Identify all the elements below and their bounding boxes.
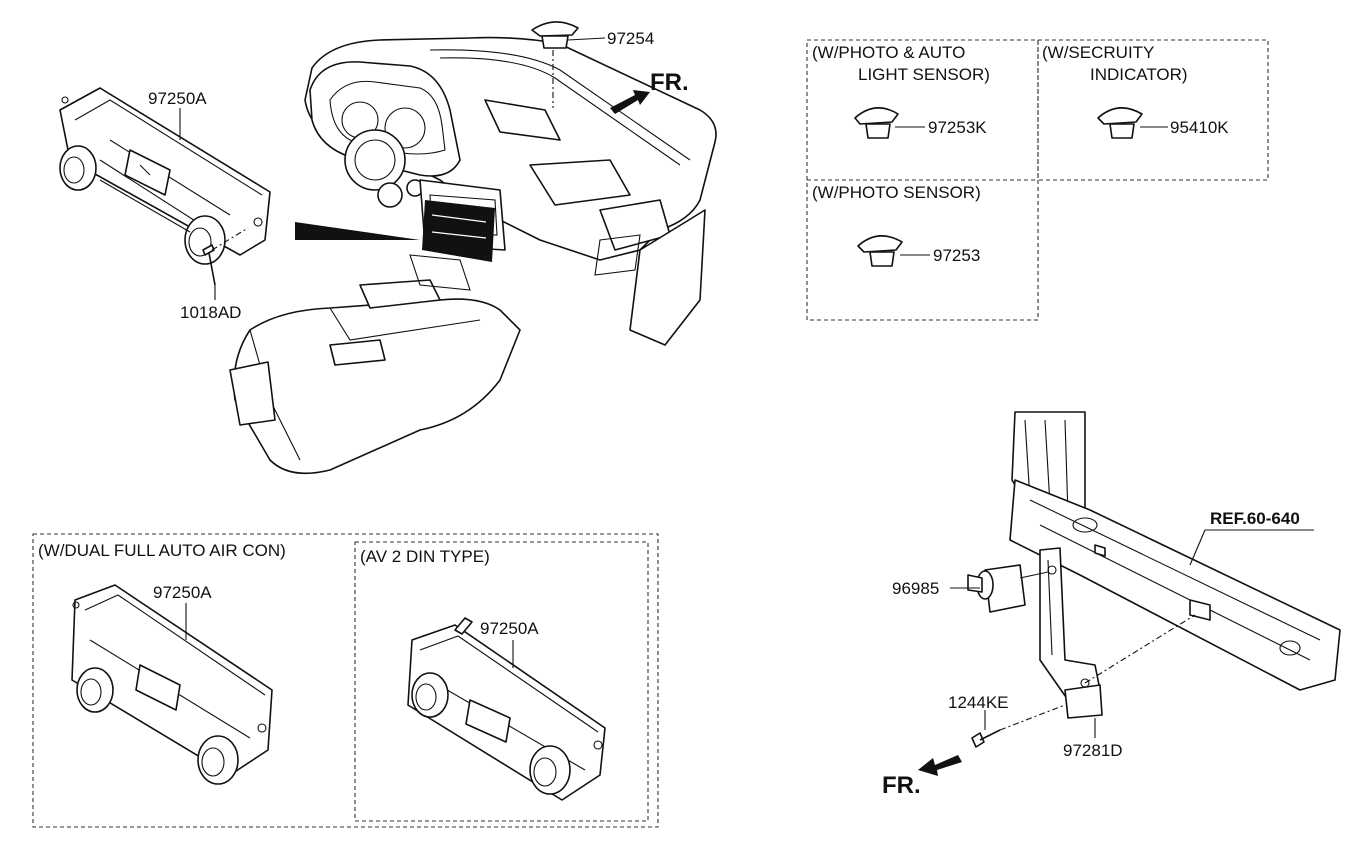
label-97253k: 97253K: [928, 118, 987, 137]
climate-control-unit-av2din: [407, 617, 606, 801]
group-av2din: (AV 2 DIN TYPE): [360, 547, 490, 566]
dashboard-illustration: [229, 36, 717, 475]
climate-control-unit-dual: [71, 584, 273, 785]
climate-control-unit-top: [59, 87, 271, 265]
label-97250a-av2din: 97250A: [480, 619, 539, 638]
label-ref: REF.60-640: [1210, 509, 1300, 528]
group-photo-sensor: (W/PHOTO SENSOR): [812, 183, 981, 202]
sensor-options-panel: (W/PHOTO & AUTO LIGHT SENSOR) (W/SECRUIT…: [806, 39, 1269, 321]
front-arrow-top: [610, 90, 650, 114]
screw-1018ad: [202, 227, 249, 300]
label-fr-top: FR.: [650, 69, 689, 96]
label-1018ad: 1018AD: [180, 303, 241, 322]
label-97253: 97253: [933, 246, 980, 265]
label-97254: 97254: [607, 29, 654, 48]
label-97250a-main: 97250A: [148, 89, 207, 108]
group-security-line1: (W/SECRUITY: [1042, 43, 1154, 62]
label-97281d: 97281D: [1063, 741, 1123, 760]
label-fr-bottom: FR.: [882, 772, 921, 799]
climate-variants-panel: (W/DUAL FULL AUTO AIR CON) (AV 2 DIN TYP…: [32, 533, 659, 828]
group-photo-auto-line1: (W/PHOTO & AUTO: [812, 43, 965, 62]
frame-bracket-assembly: REF.60-640 96985 1244KE 97281D FR.: [882, 411, 1341, 799]
label-97250a-dual: 97250A: [153, 583, 212, 602]
sensor-97254: [531, 21, 606, 108]
group-photo-auto-line2: LIGHT SENSOR): [858, 65, 990, 84]
label-95410k: 95410K: [1170, 118, 1229, 137]
label-96985: 96985: [892, 579, 939, 598]
label-1244ke: 1244KE: [948, 693, 1009, 712]
group-dual-auto: (W/DUAL FULL AUTO AIR CON): [38, 541, 286, 560]
group-security-line2: INDICATOR): [1090, 65, 1188, 84]
